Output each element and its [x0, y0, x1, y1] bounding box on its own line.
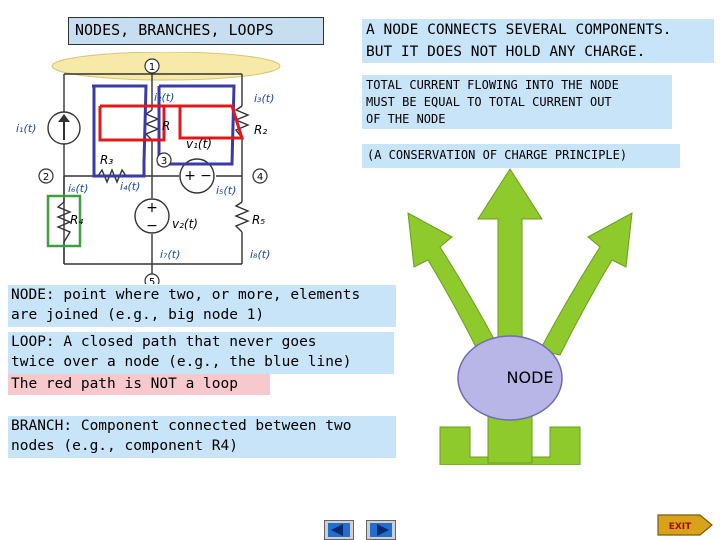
label-i7: i₇(t) — [160, 248, 180, 261]
label-i3: i₃(t) — [254, 92, 274, 105]
v1-plus: + — [184, 168, 196, 184]
kcl-line-1: TOTAL CURRENT FLOWING INTO THE NODE — [366, 78, 619, 92]
arrow-up — [477, 168, 543, 344]
branch-definition: BRANCH: Component connected between two … — [8, 416, 396, 458]
v2-plus: + — [146, 200, 158, 216]
exit-label: EXIT — [669, 522, 692, 532]
node-2-label: 2 — [43, 172, 49, 183]
label-i2: i₂(t) — [154, 91, 174, 104]
node-4-marker — [252, 168, 268, 184]
label-r5: R₅ — [252, 213, 265, 227]
node-circle — [457, 335, 563, 421]
label-r2: R₂ — [254, 123, 267, 137]
label-v2: v₂(t) — [172, 217, 198, 231]
node-arrows-diagram — [407, 168, 633, 465]
intro-line-1: A NODE CONNECTS SEVERAL COMPONENTS. — [362, 19, 714, 41]
node-2-marker — [38, 168, 54, 184]
node-5-marker — [144, 273, 160, 284]
v2-minus: − — [146, 218, 158, 234]
red-path-note: The red path is NOT a loop — [8, 374, 270, 395]
previous-button[interactable] — [324, 520, 354, 540]
voltage-source-v2 — [134, 198, 170, 234]
node-label: NODE — [506, 368, 554, 387]
green-branch-r4 — [46, 194, 82, 248]
branch-definition-line-2: nodes (e.g., component R4) — [11, 438, 238, 454]
red-path-right — [164, 104, 245, 140]
title-text: NODES, BRANCHES, LOOPS — [75, 21, 274, 39]
arrow-left — [407, 212, 501, 356]
arrow-in-bottom-stem — [487, 414, 533, 464]
right-arrow-icon — [377, 524, 389, 536]
label-i8: i₈(t) — [250, 248, 270, 261]
page-title: NODES, BRANCHES, LOOPS — [68, 17, 324, 45]
node-3-label: 3 — [161, 156, 167, 167]
label-i6: i₆(t) — [68, 182, 88, 195]
resistor-r4 — [56, 201, 72, 243]
v1-minus: − — [200, 168, 212, 184]
label-i1: i₁(t) — [16, 122, 36, 135]
arrow-right — [539, 212, 633, 356]
loop-definition-line-1: LOOP: A closed path that never goes — [11, 334, 317, 350]
blue-loop — [92, 84, 148, 178]
label-r4: R₄ — [70, 213, 83, 227]
principle-text: (A CONSERVATION OF CHARGE PRINCIPLE) — [362, 144, 680, 168]
exit-arrow-shape — [657, 514, 713, 536]
circuit-diagram: 1 2 3 4 5 i₁(t) i₂(t) i₃(t) i₄(t) i₅(t) … — [16, 52, 281, 284]
red-path-left — [98, 104, 166, 142]
resistor-r5 — [234, 201, 250, 233]
loop-definition: LOOP: A closed path that never goes twic… — [8, 332, 394, 374]
label-v1: v₁(t) — [186, 137, 212, 151]
node-definition-line-1: NODE: point where two, or more, elements — [11, 287, 361, 303]
big-node-1-ellipse — [51, 52, 281, 81]
loop-definition-line-2: twice over a node (e.g., the blue line) — [11, 354, 352, 370]
red-path-note-text: The red path is NOT a loop — [11, 376, 238, 392]
resistor-r3 — [97, 168, 127, 184]
kcl-line-2: MUST BE EQUAL TO TOTAL CURRENT OUT — [366, 95, 612, 109]
node-definition-line-2: are joined (e.g., big node 1) — [11, 307, 265, 323]
label-i4: i₄(t) — [120, 180, 140, 193]
branch-definition-line-1: BRANCH: Component connected between two — [11, 418, 352, 434]
node-4-label: 4 — [257, 172, 263, 183]
intro-text: A NODE CONNECTS SEVERAL COMPONENTS. BUT … — [362, 19, 714, 63]
kcl-text: TOTAL CURRENT FLOWING INTO THE NODE MUST… — [362, 75, 672, 129]
node-1-label: 1 — [149, 62, 155, 73]
label-i5: i₅(t) — [216, 184, 236, 197]
node-1-marker — [144, 58, 160, 74]
exit-button[interactable]: EXIT — [656, 512, 714, 538]
node-5-label: 5 — [149, 277, 155, 284]
left-arrow-icon — [331, 524, 343, 536]
voltage-source-v1 — [179, 158, 215, 194]
principle-label: (A CONSERVATION OF CHARGE PRINCIPLE) — [367, 148, 628, 162]
next-button[interactable] — [366, 520, 396, 540]
kcl-line-3: OF THE NODE — [366, 112, 446, 126]
node-3-marker — [156, 152, 172, 168]
label-r3: R₃ — [100, 153, 113, 167]
blue-loop-right — [157, 84, 236, 166]
intro-line-2: BUT IT DOES NOT HOLD ANY CHARGE. — [362, 41, 714, 63]
node-definition: NODE: point where two, or more, elements… — [8, 285, 396, 327]
label-r: R — [162, 119, 170, 133]
resistor-r — [144, 109, 160, 141]
